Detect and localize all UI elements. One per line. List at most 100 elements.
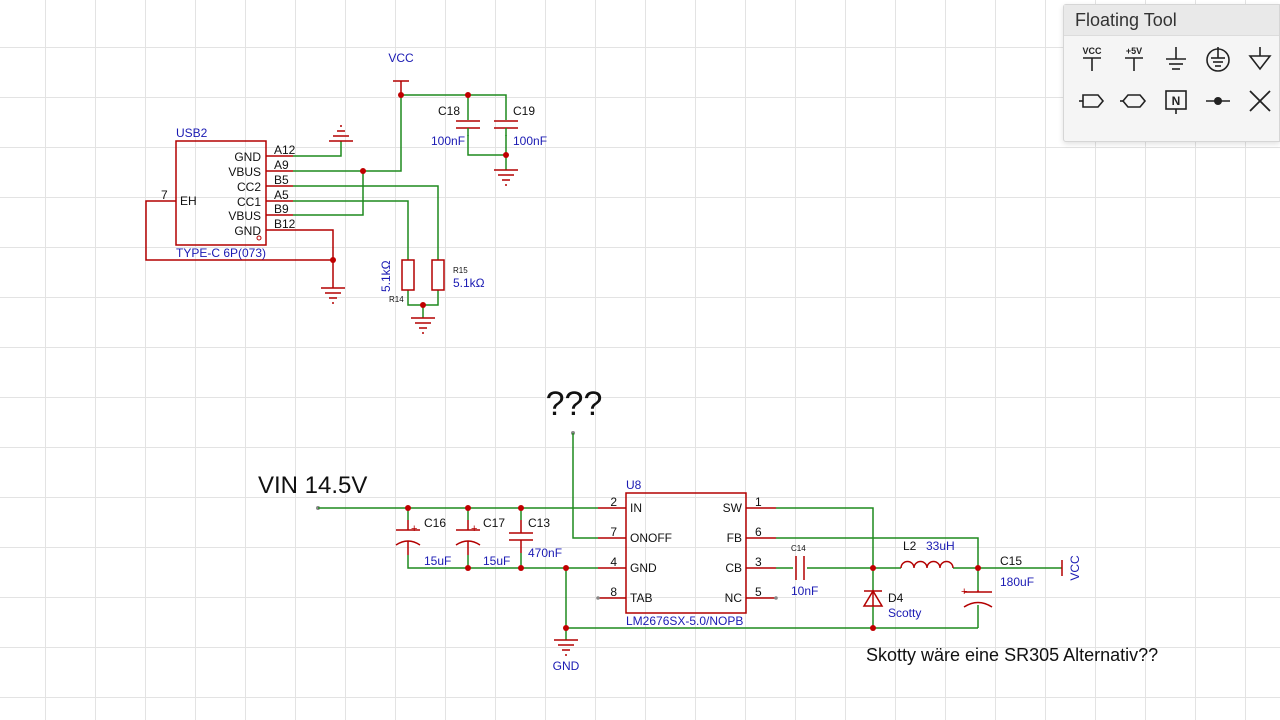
- c19-value: 100nF: [513, 134, 547, 148]
- usb-pin-name: VBUS: [228, 165, 261, 179]
- tool-label: N: [1172, 94, 1181, 108]
- l2-value: 33uH: [926, 539, 955, 553]
- usb-pin-number: A9: [274, 158, 289, 172]
- c18-value: 100nF: [431, 134, 465, 148]
- plus-5v-net-flag-icon[interactable]: +5V: [1113, 38, 1155, 80]
- c15-ref: C15: [1000, 554, 1022, 568]
- ground-icon[interactable]: [1155, 38, 1197, 80]
- d4-ref: D4: [888, 591, 904, 605]
- usb-eh-pin-name: EH: [180, 194, 197, 208]
- usb-pin-number: B12: [274, 217, 296, 231]
- u8-ref: U8: [626, 478, 642, 492]
- resistor-r14[interactable]: R14 5.1kΩ: [379, 259, 415, 304]
- usb-pin-name: GND: [234, 150, 261, 164]
- u8-part: LM2676SX-5.0/NOPB: [626, 614, 743, 628]
- u8-pin-name: ONOFF: [630, 531, 672, 545]
- r14-ref: R14: [389, 295, 404, 304]
- diode-d4[interactable]: D4 Scotty: [862, 589, 921, 620]
- capacitor-c18[interactable]: C18 100nF: [431, 104, 480, 148]
- capacitor-c13[interactable]: C13 470nF: [509, 516, 562, 560]
- capacitor-c15[interactable]: + C15 180uF: [961, 554, 1034, 608]
- usb-pin-number: B5: [274, 173, 289, 187]
- ground-symbol[interactable]: [411, 317, 435, 334]
- regulator-u8[interactable]: U8 LM2676SX-5.0/NOPB 2 7 4 8 IN ONOFF GN…: [596, 478, 778, 628]
- regulator-wires[interactable]: [318, 433, 1062, 640]
- usb-designator: USB2: [176, 126, 208, 140]
- signal-ground-icon[interactable]: [1239, 38, 1280, 80]
- note-annotation[interactable]: Skotty wäre eine SR305 Alternativ??: [866, 645, 1158, 665]
- ground-symbol[interactable]: [329, 125, 353, 142]
- u8-pin-name: CB: [725, 561, 742, 575]
- tool-label: VCC: [1082, 46, 1102, 56]
- c13-value: 470nF: [528, 546, 562, 560]
- r15-value: 5.1kΩ: [453, 276, 485, 290]
- net-port-input-icon[interactable]: [1071, 80, 1113, 122]
- d4-value: Scotty: [888, 606, 921, 620]
- u8-pin-name: NC: [725, 591, 743, 605]
- vcc-net-flag-icon[interactable]: VCC: [1071, 38, 1113, 80]
- u8-pin-name: TAB: [630, 591, 652, 605]
- usb-pin-number: A5: [274, 188, 289, 202]
- c15-value: 180uF: [1000, 575, 1034, 589]
- vcc-out-label: VCC: [1068, 555, 1082, 581]
- l2-ref: L2: [903, 539, 917, 553]
- u8-pin-number: 1: [755, 495, 762, 509]
- usb-pin-number: A12: [274, 143, 296, 157]
- usb-pin-name: CC1: [237, 195, 261, 209]
- u8-pin-number: 6: [755, 525, 762, 539]
- u8-pin-name: IN: [630, 501, 642, 515]
- usb-red-wires[interactable]: [145, 200, 334, 288]
- usb-part-label: TYPE-C 6P(073): [176, 246, 266, 260]
- c17-ref: C17: [483, 516, 505, 530]
- c19-ref: C19: [513, 104, 535, 118]
- capacitor-c16[interactable]: + C16 15uF: [395, 516, 451, 568]
- wire-junction-icon[interactable]: [1197, 80, 1239, 122]
- vcc-power-flag[interactable]: VCC: [388, 51, 414, 95]
- u8-pin-number: 5: [755, 585, 762, 599]
- net-label-n-icon[interactable]: N: [1155, 80, 1197, 122]
- usb-typec-connector[interactable]: USB2 TYPE-C 6P(073) 7 EH GND VBUS CC2 CC…: [161, 126, 296, 260]
- c14-value: 10nF: [791, 584, 818, 598]
- u8-pin-number: 4: [610, 555, 617, 569]
- c17-value: 15uF: [483, 554, 510, 568]
- usb-pin-number: B9: [274, 202, 289, 216]
- gnd-label: GND: [553, 659, 580, 673]
- floating-tool-panel[interactable]: Floating Tool VCC +5V: [1063, 4, 1280, 142]
- no-connect-icon[interactable]: [1239, 80, 1280, 122]
- gnd-symbol[interactable]: GND: [553, 639, 580, 673]
- polarity-plus: +: [411, 523, 417, 535]
- capacitor-c14[interactable]: C14 10nF: [791, 544, 818, 598]
- usb-pin-name: GND: [234, 224, 261, 238]
- r15-ref: R15: [453, 266, 468, 275]
- usb-pin-name: CC2: [237, 180, 261, 194]
- inductor-l2[interactable]: L2 33uH: [900, 539, 955, 569]
- question-annotation[interactable]: ???: [546, 385, 603, 423]
- capacitor-c19[interactable]: C19 100nF: [494, 104, 547, 148]
- u8-pin-number: 2: [610, 495, 617, 509]
- floating-tool-title[interactable]: Floating Tool: [1064, 5, 1279, 36]
- resistor-r15[interactable]: R15 5.1kΩ: [431, 259, 485, 291]
- c18-ref: C18: [438, 104, 460, 118]
- ground-symbol[interactable]: [321, 287, 345, 304]
- polarity-plus: +: [471, 523, 477, 535]
- ground-symbol[interactable]: [494, 169, 518, 186]
- floating-tool-grid: VCC +5V: [1064, 36, 1279, 122]
- u8-pin-name: SW: [723, 501, 743, 515]
- c16-value: 15uF: [424, 554, 451, 568]
- capacitor-c17[interactable]: + C17 15uF: [455, 516, 510, 568]
- junction-dots: [330, 92, 509, 308]
- vcc-output-flag[interactable]: VCC: [1061, 555, 1082, 581]
- tool-label: +5V: [1126, 46, 1142, 56]
- c16-ref: C16: [424, 516, 446, 530]
- usb-eh-pin-number: 7: [161, 188, 168, 202]
- r14-value: 5.1kΩ: [379, 260, 393, 292]
- u8-pin-number: 3: [755, 555, 762, 569]
- c13-ref: C13: [528, 516, 550, 530]
- earth-ground-icon[interactable]: [1197, 38, 1239, 80]
- u8-pin-name: FB: [727, 531, 742, 545]
- net-port-bidirectional-icon[interactable]: [1113, 80, 1155, 122]
- vcc-label: VCC: [388, 51, 414, 65]
- junction-dots: [405, 505, 981, 631]
- vin-annotation[interactable]: VIN 14.5V: [258, 472, 367, 499]
